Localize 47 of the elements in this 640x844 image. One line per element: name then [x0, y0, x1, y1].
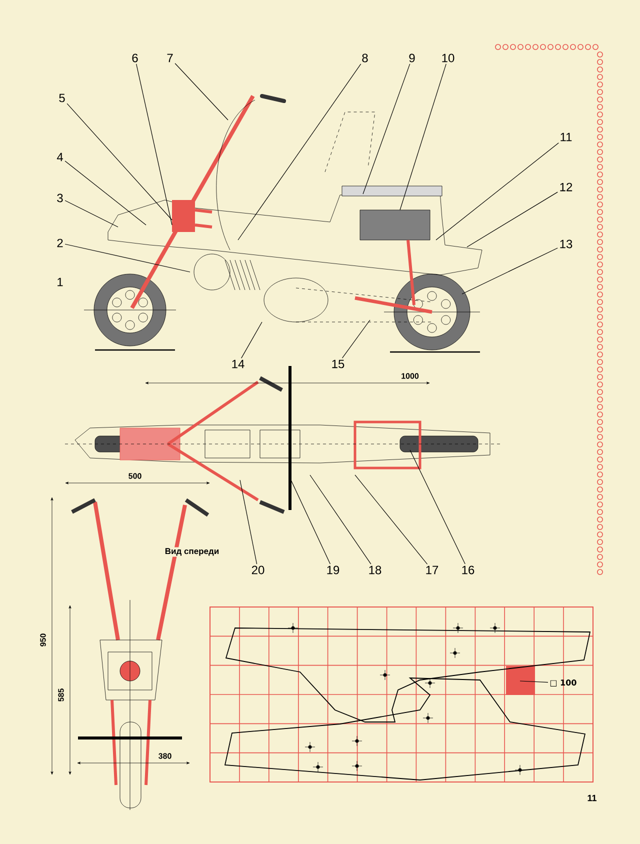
callout-number: 8: [362, 54, 368, 62]
leader-line: [520, 680, 548, 683]
leader-line: [436, 142, 559, 240]
dimension-label: 500: [127, 472, 143, 480]
callout-number: 20: [252, 566, 264, 574]
callout-number: 1: [56, 276, 64, 288]
callout-number: 5: [59, 94, 65, 102]
leader-line: [400, 64, 446, 210]
leader-line: [238, 64, 362, 240]
leader-line: [310, 474, 372, 564]
leader-line: [410, 450, 466, 564]
callout-number: 13: [560, 240, 572, 248]
leader-line: [342, 320, 370, 358]
callout-number: 2: [57, 238, 63, 248]
callout-number: 9: [409, 54, 415, 62]
dimension-label: 1000: [400, 372, 420, 380]
leader-line: [466, 192, 558, 248]
callout-number: 19: [327, 566, 340, 574]
callout-number: 7: [167, 54, 173, 62]
leader-line: [66, 103, 172, 220]
callout-number: 3: [57, 194, 63, 202]
dimension-label: 950: [39, 632, 47, 648]
callout-number: 15: [332, 360, 344, 368]
callout-number: 11: [560, 132, 572, 142]
leader-line: [462, 248, 558, 294]
callout-number: 6: [132, 54, 138, 62]
dimension-label: 585: [57, 687, 65, 703]
leader-line: [241, 322, 262, 358]
leader-line: [362, 64, 410, 194]
callout-number: 12: [560, 182, 572, 192]
leader-line: [354, 474, 428, 564]
scale-label: □ 100: [550, 680, 576, 686]
leader-line: [240, 480, 258, 564]
callout-number: 4: [56, 152, 63, 162]
callout-number: 16: [462, 566, 474, 574]
leader-line: [64, 160, 146, 226]
callout-number: 18: [369, 566, 382, 574]
callout-number: 14: [232, 360, 244, 368]
dimension-label: 380: [157, 752, 173, 760]
view-caption: Вид спереди: [164, 547, 220, 557]
callout-number: 17: [426, 566, 438, 574]
leader-line: [136, 64, 172, 226]
leader-line: [290, 478, 331, 564]
leader-line: [64, 244, 190, 272]
leader-line: [64, 200, 118, 228]
callout-number: 10: [442, 54, 454, 62]
leader-line: [174, 63, 228, 120]
